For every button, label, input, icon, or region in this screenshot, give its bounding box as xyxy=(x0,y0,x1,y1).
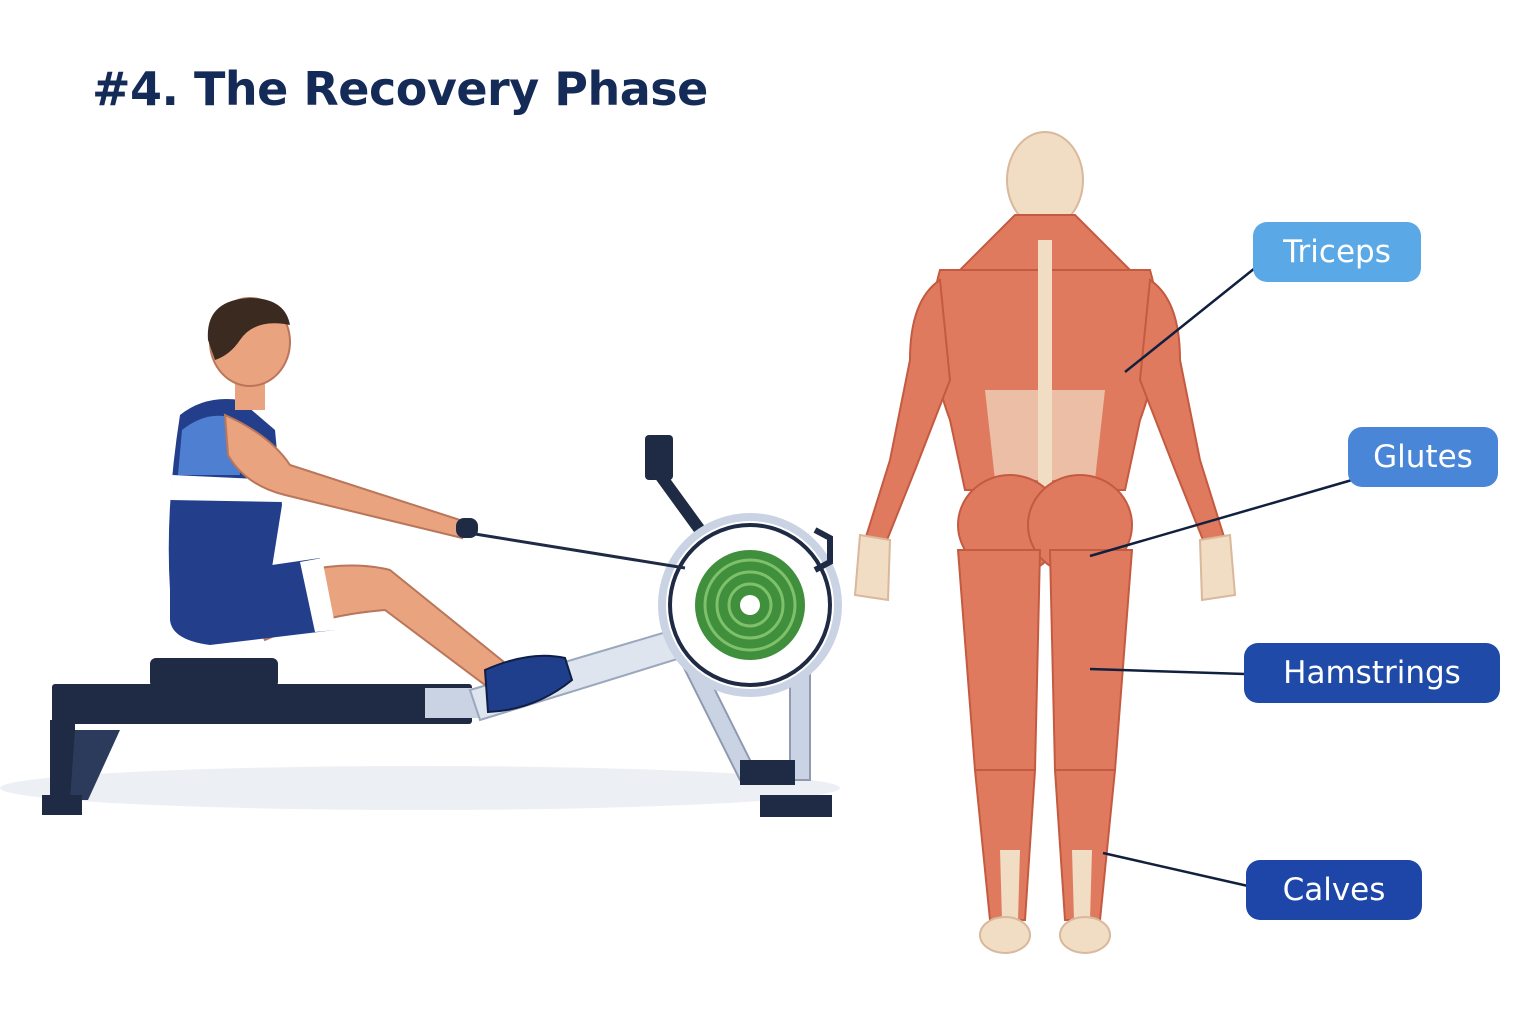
label-calves: Calves xyxy=(1246,860,1422,920)
seat xyxy=(150,658,278,688)
label-glutes-text: Glutes xyxy=(1373,439,1473,475)
label-hamstrings-text: Hamstrings xyxy=(1283,655,1461,691)
floor-shadow xyxy=(0,766,840,810)
rowing-machine-illustration xyxy=(0,297,842,817)
head xyxy=(1006,131,1084,229)
flywheel xyxy=(658,513,842,697)
rower-figure xyxy=(168,297,574,714)
monitor xyxy=(645,435,673,480)
label-hamstrings: Hamstrings xyxy=(1244,643,1500,703)
label-glutes: Glutes xyxy=(1348,427,1498,487)
monorail xyxy=(52,684,472,724)
label-triceps: Triceps xyxy=(1253,222,1421,282)
label-calves-text: Calves xyxy=(1282,872,1386,908)
anatomy-figure xyxy=(853,131,1237,954)
label-triceps-text: Triceps xyxy=(1283,234,1391,270)
chain xyxy=(474,532,686,570)
muscle-anatomy-back xyxy=(853,131,1237,954)
handle xyxy=(456,518,478,538)
page-title: #4. The Recovery Phase xyxy=(92,62,708,116)
